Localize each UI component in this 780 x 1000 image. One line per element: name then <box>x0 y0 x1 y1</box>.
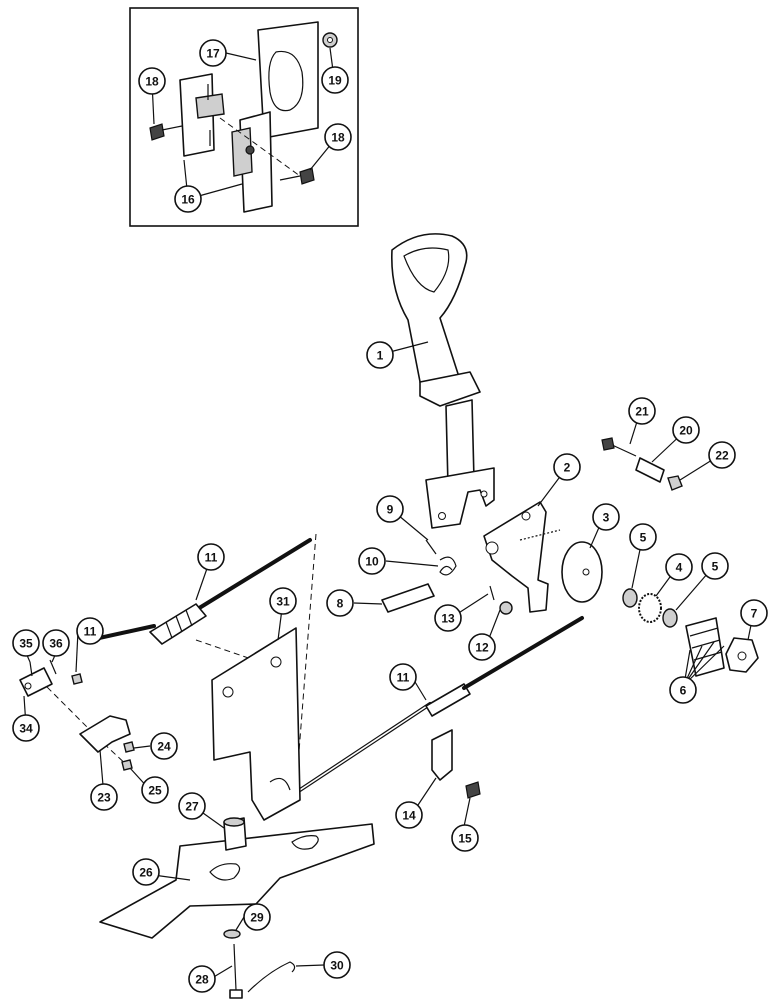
callout-label: 8 <box>337 597 344 611</box>
callout-label: 15 <box>458 832 472 846</box>
callout-label: 34 <box>19 722 33 736</box>
callout-10: 10 <box>358 547 386 575</box>
callout-11a: 11 <box>197 543 225 571</box>
callout-label: 10 <box>365 555 379 569</box>
callout-label: 30 <box>330 959 344 973</box>
callout-24: 24 <box>150 732 178 760</box>
callout-label: 28 <box>195 973 209 987</box>
callout-18b: 18 <box>324 123 352 151</box>
callout-12: 12 <box>468 633 496 661</box>
callout-26: 26 <box>132 858 160 886</box>
callout-label: 20 <box>679 424 693 438</box>
callout-label: 17 <box>206 47 220 61</box>
mount-bracket <box>211 627 301 821</box>
callout-label: 14 <box>402 809 416 823</box>
callout-label: 36 <box>49 637 63 651</box>
callout-label: 18 <box>145 75 159 89</box>
callout-label: 11 <box>84 625 97 639</box>
callout-label: 23 <box>97 791 111 805</box>
routing-line-mid <box>195 639 261 663</box>
callout-22: 22 <box>708 441 736 469</box>
callout-1: 1 <box>366 341 394 369</box>
callout-3: 3 <box>592 503 620 531</box>
callout-19: 19 <box>321 66 349 94</box>
callout-2: 2 <box>553 453 581 481</box>
callout-label: 9 <box>387 503 394 517</box>
callout-18a: 18 <box>138 67 166 95</box>
callout-label: 21 <box>635 405 649 419</box>
callout-label: 26 <box>139 866 153 880</box>
callout-30: 30 <box>323 951 351 979</box>
callout-label: 1 <box>377 349 384 363</box>
bolt-washer-rod <box>223 929 296 999</box>
callout-4: 4 <box>665 553 693 581</box>
callout-label: 24 <box>157 740 171 754</box>
callout-label: 12 <box>475 641 489 655</box>
callout-label: 5 <box>712 560 719 574</box>
callout-label: 35 <box>19 637 33 651</box>
bolt-spacer-nut <box>601 437 683 491</box>
pin-spring-group <box>381 539 513 615</box>
callout-label: 5 <box>640 531 647 545</box>
callout-17: 17 <box>199 39 227 67</box>
lower-cable <box>298 616 584 792</box>
clevis-group <box>19 659 135 771</box>
base-plate <box>99 817 375 939</box>
callout-7: 7 <box>740 599 768 627</box>
callout-label: 6 <box>680 684 687 698</box>
callout-15: 15 <box>451 824 479 852</box>
callout-label: 7 <box>751 607 758 621</box>
callout-label: 11 <box>205 551 218 565</box>
pivot-bracket <box>483 501 561 613</box>
callout-27: 27 <box>178 792 206 820</box>
callout-5a: 5 <box>629 523 657 551</box>
callout-8: 8 <box>326 589 354 617</box>
callout-label: 25 <box>148 784 162 798</box>
callout-34: 34 <box>12 714 40 742</box>
callout-label: 2 <box>564 461 571 475</box>
callout-label: 22 <box>715 449 729 463</box>
callout-label: 4 <box>676 561 683 575</box>
callout-label: 27 <box>185 800 199 814</box>
callout-label: 19 <box>328 74 342 88</box>
shift-lever <box>391 233 495 529</box>
callout-29: 29 <box>243 903 271 931</box>
callout-35: 35 <box>12 629 40 657</box>
callout-16: 16 <box>174 185 202 213</box>
callout-label: 16 <box>181 193 195 207</box>
callout-23: 23 <box>90 783 118 811</box>
callout-label: 29 <box>250 911 264 925</box>
callout-label: 11 <box>397 671 410 685</box>
inset-detail <box>129 7 359 227</box>
callout-36: 36 <box>42 629 70 657</box>
callout-5b: 5 <box>701 552 729 580</box>
callout-label: 3 <box>603 511 610 525</box>
callout-label: 31 <box>276 595 290 609</box>
callout-28: 28 <box>188 965 216 993</box>
callout-21: 21 <box>628 397 656 425</box>
callout-25: 25 <box>141 776 169 804</box>
callout-11b: 11 <box>76 617 104 645</box>
callout-6: 6 <box>669 676 697 704</box>
cam-washer-stack <box>561 541 759 677</box>
cable-clamp <box>431 729 481 799</box>
callout-label: 13 <box>441 612 455 626</box>
upper-cable <box>88 538 312 645</box>
callout-20: 20 <box>672 416 700 444</box>
callout-14: 14 <box>395 801 423 829</box>
callout-13: 13 <box>434 604 462 632</box>
callout-31: 31 <box>269 587 297 615</box>
callout-label: 18 <box>331 131 345 145</box>
callout-9: 9 <box>376 495 404 523</box>
callout-11c: 11 <box>389 663 417 691</box>
